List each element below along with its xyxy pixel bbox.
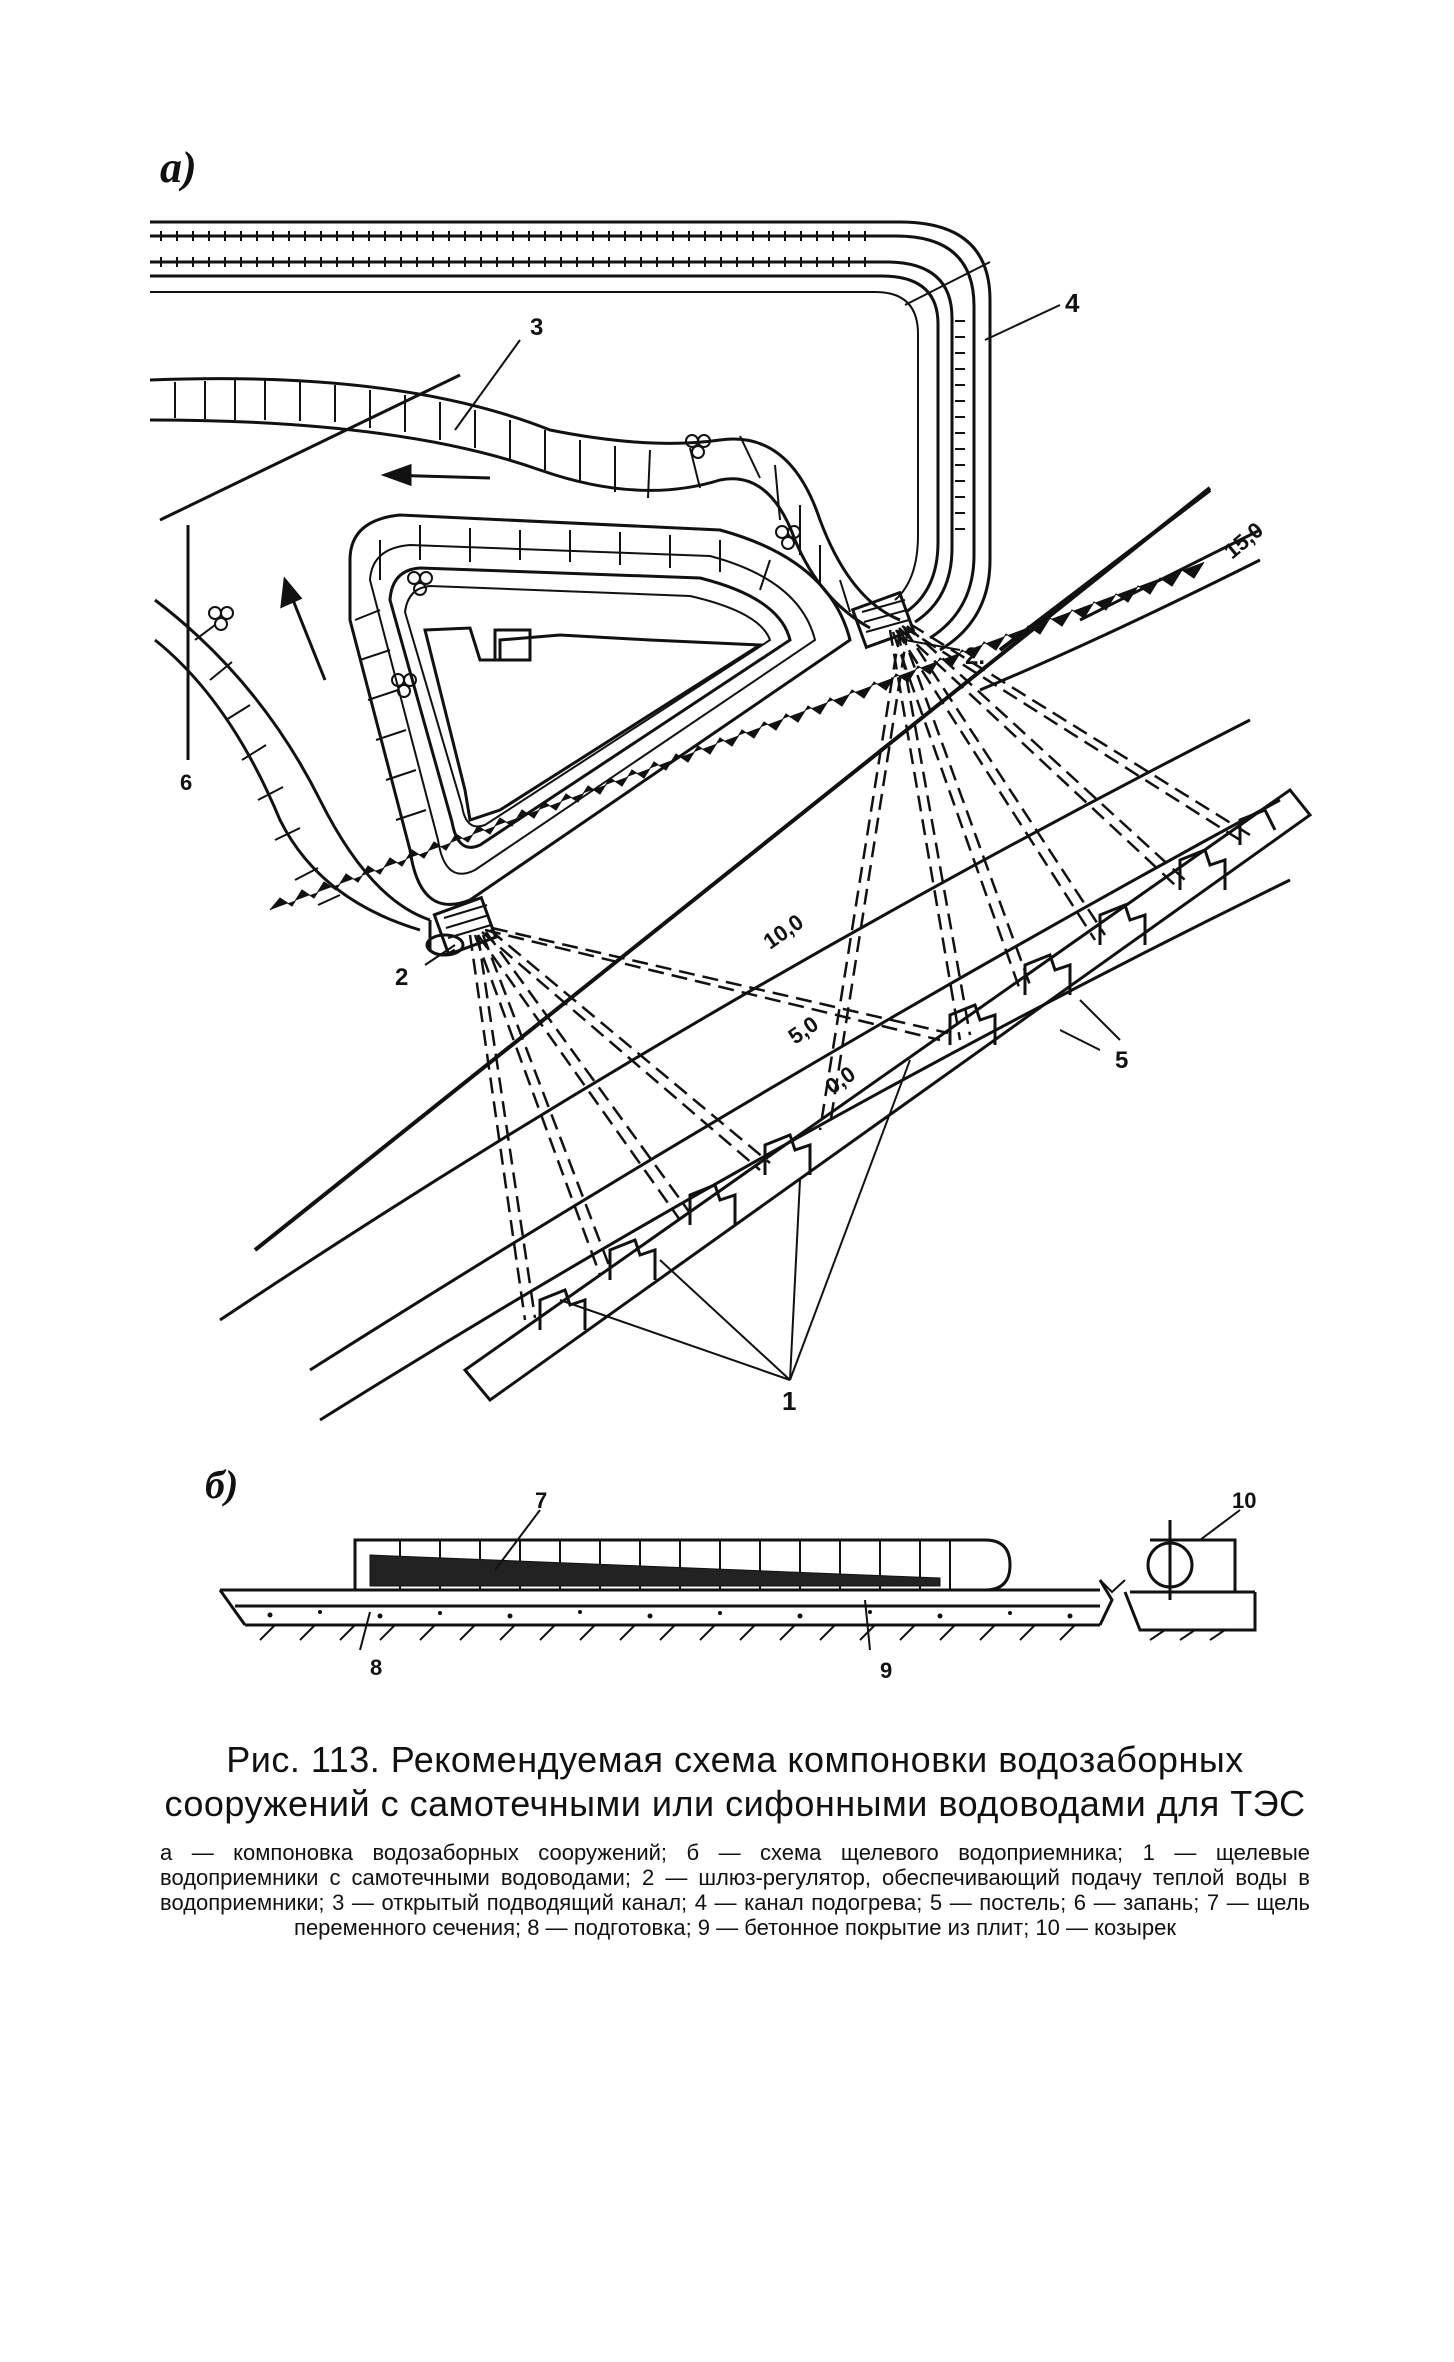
leader-lines-1 <box>559 1059 911 1381</box>
foundation-layers <box>218 1579 1114 1641</box>
callout-2-lower: 2 <box>395 964 408 991</box>
open-canal-3 <box>149 373 901 630</box>
callout-1: 1 <box>782 1386 796 1416</box>
tree-symbols <box>208 434 801 698</box>
callout-4: 4 <box>1065 288 1080 318</box>
callout-6: 6 <box>180 770 192 795</box>
contour-label-15: 15,0 <box>1219 517 1268 564</box>
flow-arrow-left-channel <box>280 576 327 681</box>
callout-10: 10 <box>1232 1488 1256 1513</box>
callout-9: 9 <box>880 1658 892 1683</box>
caption-legend: а — компоновка водозаборных сооружений; … <box>160 1840 1310 1940</box>
cross-section-hood-10 <box>1123 1509 1257 1641</box>
gate-regulator-upper <box>850 590 916 650</box>
contour-label-10: 10,0 <box>759 909 808 954</box>
conduits-dashed <box>468 622 1251 1321</box>
panel-b-label: б) <box>205 1462 238 1507</box>
bed-5 <box>462 787 1313 1403</box>
contour-label-5: 5,0 <box>784 1011 823 1049</box>
callout-5: 5 <box>1115 1047 1128 1074</box>
panel-a-plan <box>149 220 1313 1422</box>
island-with-intake-works <box>348 513 852 906</box>
slot-intake-body <box>353 1538 1012 1592</box>
callout-7: 7 <box>535 1488 547 1513</box>
callout-2-upper: 2. <box>965 643 985 670</box>
panel-a-label: а) <box>160 143 197 192</box>
figure-caption: Рис. 113. Рекомендуемая схема компоновки… <box>150 1738 1320 1940</box>
panel-b-section <box>218 1509 1257 1651</box>
left-channel-bank <box>154 598 456 957</box>
callout-3: 3 <box>530 314 543 341</box>
heating-canal-4 <box>150 220 992 652</box>
bed-contours <box>219 558 1291 1422</box>
callout-8: 8 <box>370 1655 382 1680</box>
slot-intakes-1 <box>538 808 1277 1330</box>
variable-slot-7 <box>369 1554 941 1587</box>
caption-title: Рис. 113. Рекомендуемая схема компоновки… <box>164 1739 1306 1824</box>
flow-arrow-canal <box>380 463 491 487</box>
river-bank-scarp <box>253 486 1261 1252</box>
